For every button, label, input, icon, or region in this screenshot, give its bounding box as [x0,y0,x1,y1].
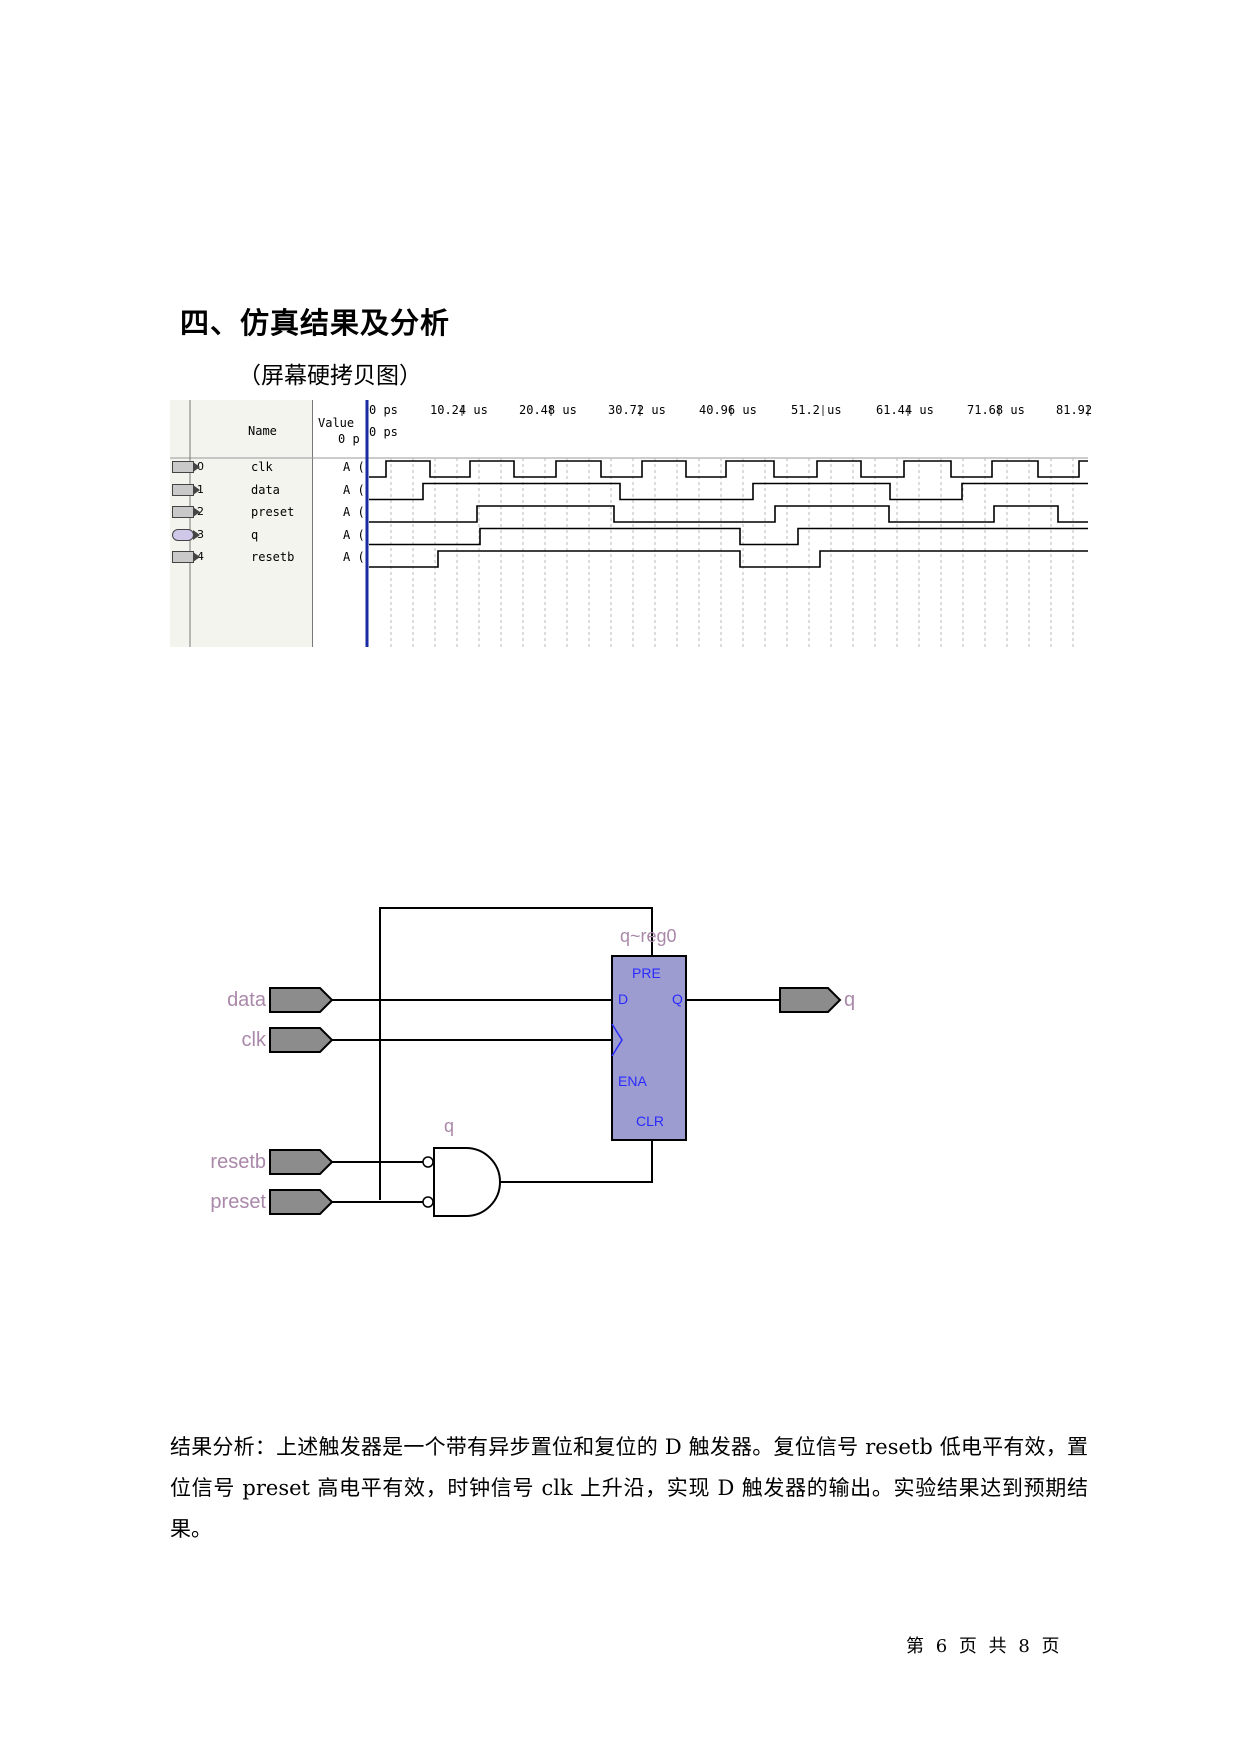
signal-index-number: 0 [197,460,204,473]
rtl-schematic: q~reg0 PRE D Q ENA CLR q data clk resetb… [210,907,855,1217]
time-label: 40.96 us [699,403,757,417]
time-label: 30.72 us [608,403,666,417]
waveform-viewer: Name Value 0 p 0 ps 10.24 us 20.48 us 30.72… [170,400,1092,647]
input-pin-icon [172,506,200,518]
section-title: 四、仿真结果及分析 [180,306,451,340]
pin-pre: PRE [632,965,661,981]
signal-index[interactable]: 1 [172,483,210,497]
name-column-header: Name [248,424,277,438]
waveform-plot: 0 ps 10.24 us 20.48 us 30.72 us 40.96 us 51.2… [170,400,1092,647]
wire-gate-to-clr [499,1140,653,1183]
pin-ena: ENA [618,1073,647,1089]
time-label: 0 ps [369,403,398,417]
time-label: 81.92 [1056,403,1092,417]
figure-caption: （屏幕硬拷贝图） [238,363,422,389]
signal-name[interactable]: data [251,482,280,497]
gate-label: q [444,1116,454,1136]
wire-preset-to-pre [379,907,653,1200]
page-footer: 第 6 页 共 8 页 [906,1636,1060,1657]
pin-clr: CLR [636,1113,664,1129]
time-label: 20.48 us [519,403,577,417]
inverter-bubble-resetb [422,1156,434,1168]
waveform-trace-clk [369,460,1088,478]
port-resetb[interactable]: resetb [210,1149,334,1175]
input-pin-icon [172,551,200,563]
signal-value: A ( [343,460,365,474]
time-label: 61.44 us [876,403,934,417]
signal-index[interactable]: 0 [172,460,210,474]
waveform-trace-resetb [369,550,1088,568]
port-preset[interactable]: preset [210,1189,334,1215]
port-label-preset: preset [210,1191,266,1213]
signal-index[interactable]: 2 [172,505,210,519]
port-clk[interactable]: clk [242,1027,334,1053]
cursor-time-label: 0 ps [369,425,398,439]
waveform-trace-preset [369,505,1088,523]
port-label-resetb: resetb [210,1151,266,1173]
pin-q: Q [672,991,683,1007]
and-gate[interactable] [433,1147,501,1217]
port-label-data: data [227,989,267,1011]
pin-d: D [618,991,628,1007]
time-label: 51.2 us [791,403,842,417]
signal-name[interactable]: q [251,527,259,542]
output-pin-icon [172,528,200,541]
signal-value: A ( [343,505,365,519]
signal-name[interactable]: clk [251,460,273,474]
input-pin-icon [172,483,200,496]
port-label-q: q [844,989,855,1011]
signal-index[interactable]: 3 [172,528,210,542]
waveform-trace-q [369,527,1088,546]
signal-name[interactable]: preset [251,505,295,519]
clock-pin-marker [611,1023,623,1057]
port-q-output[interactable]: q [779,987,855,1013]
signal-name[interactable]: resetb [251,550,295,564]
time-label: 71.68 us [967,403,1025,417]
inverter-bubble-preset [422,1196,434,1208]
time-label: 10.24 us [430,403,488,417]
signal-value-panel [312,400,367,647]
value-column-subheader: 0 p [338,432,360,446]
signal-index-number: 3 [197,527,204,541]
result-analysis-paragraph: 结果分析：上述触发器是一个带有异步置位和复位的 D 触发器。复位信号 reset… [170,1435,1088,1541]
port-label-clk: clk [242,1029,267,1051]
register-block[interactable] [611,955,687,1141]
signal-value: A ( [343,527,365,542]
signal-value: A ( [343,482,365,497]
value-column-header: Value [318,416,355,430]
signal-index-number: 4 [197,550,204,563]
waveform-trace-data [369,482,1088,501]
signal-index-number: 1 [197,482,204,496]
input-pin-icon [172,461,200,473]
port-data[interactable]: data [227,987,334,1013]
signal-index-number: 2 [197,505,204,518]
register-name: q~reg0 [620,926,677,946]
signal-index[interactable]: 4 [172,550,210,564]
signal-value: A ( [343,550,365,564]
